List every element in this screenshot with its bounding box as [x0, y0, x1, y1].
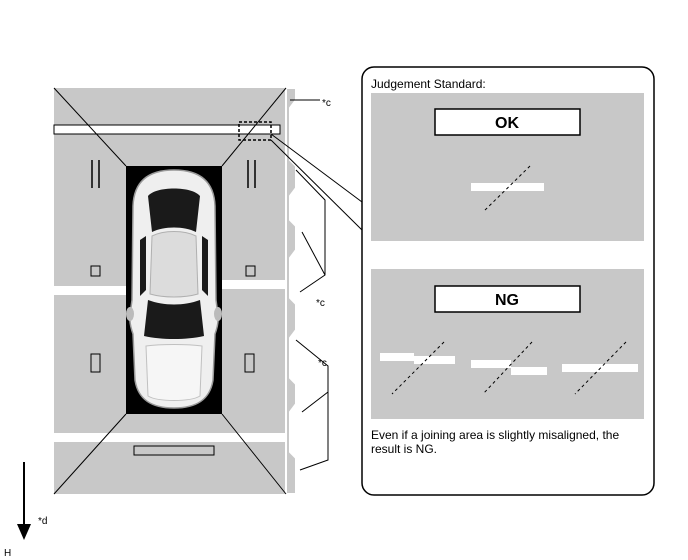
callout-c-top: *c [322, 98, 331, 109]
diagonal-bottom-right [221, 413, 287, 495]
right-edge-strip [285, 87, 297, 495]
direction-label-h: H [4, 548, 11, 559]
ok-line [471, 183, 544, 191]
marker-long-bottom [133, 445, 215, 456]
judgement-note-line1: Even if a joining area is slightly misal… [371, 428, 619, 442]
ng-label: NG [495, 292, 519, 309]
marker-double-right [247, 160, 256, 188]
marker-square-left [90, 265, 101, 277]
callout-c-lower: *c [318, 358, 327, 369]
callout-d: *d [38, 516, 47, 527]
marker-rect-right [244, 353, 255, 373]
marker-rect-left [90, 353, 101, 373]
ok-badge [434, 108, 581, 136]
arrow-down-icon [17, 462, 31, 540]
ok-label: OK [495, 115, 519, 132]
ng-example-1 [380, 341, 455, 395]
marker-square-right [245, 265, 256, 277]
ng-example-3 [562, 341, 638, 395]
ng-example-2 [471, 341, 547, 395]
diagonal-top-left [53, 87, 127, 167]
marker-double-left [91, 160, 100, 188]
top-reference-line [53, 124, 281, 135]
detail-highlight-box [238, 121, 272, 141]
diagonal-top-right [221, 87, 287, 167]
diagonal-bottom-left [53, 413, 127, 495]
calibration-area [53, 87, 297, 495]
right-upper-line [221, 280, 286, 289]
callout-leaders [270, 99, 363, 471]
ng-badge [434, 285, 581, 313]
judgement-panel: Judgement Standard: OK NG Even if a join… [361, 66, 655, 496]
ok-dashed-guide [482, 165, 531, 213]
callout-c-middle: *c [316, 298, 325, 309]
bottom-line [54, 433, 286, 442]
judgement-note-line2: result is NG. [371, 442, 437, 456]
judgement-title: Judgement Standard: [371, 77, 486, 91]
car-top-view-icon [126, 169, 222, 409]
left-upper-line [54, 286, 126, 295]
